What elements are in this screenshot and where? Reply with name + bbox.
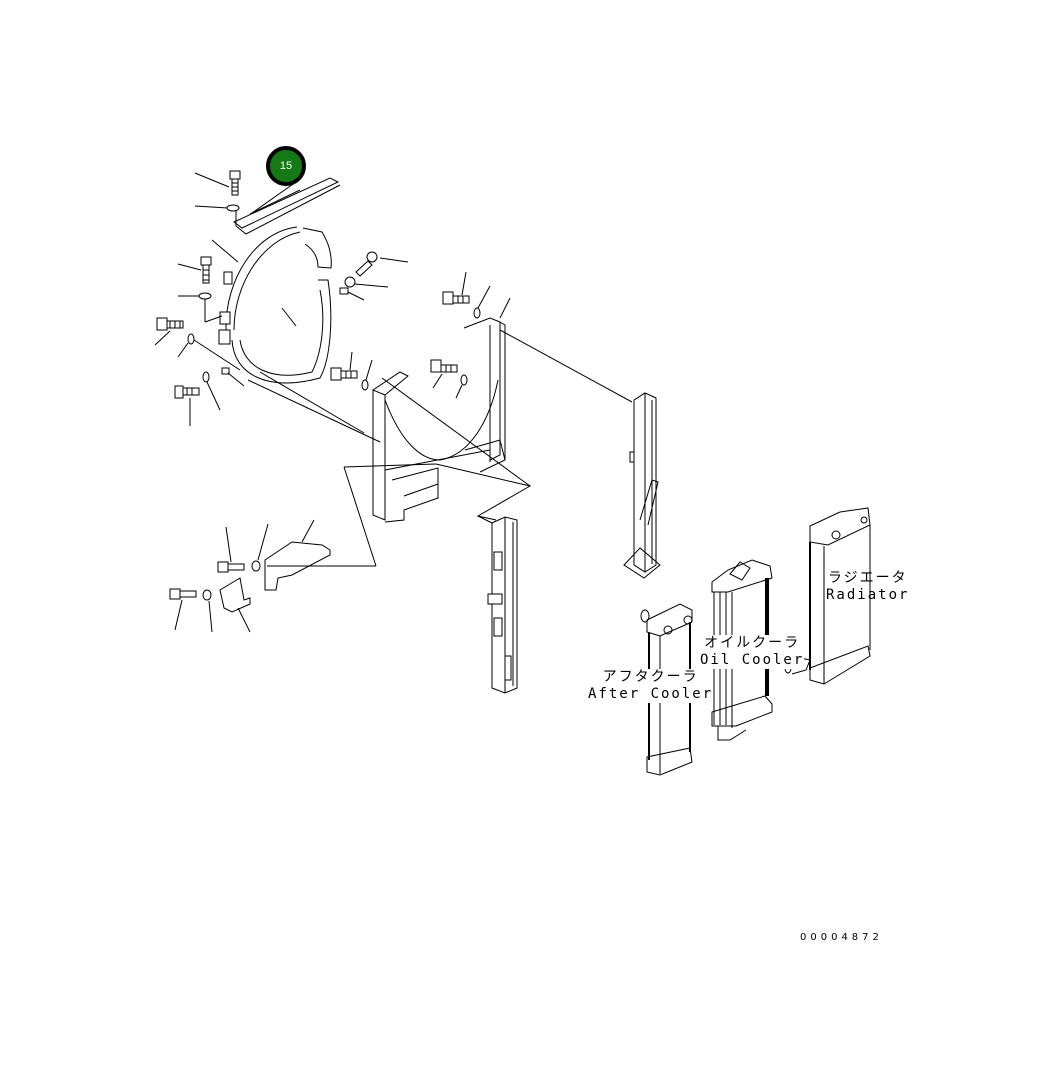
- right-side-support: [623, 392, 661, 579]
- washer-icon: [251, 523, 269, 572]
- bolt-icon: [442, 271, 470, 305]
- bolt-icon: [174, 385, 200, 426]
- shroud-frame: [343, 317, 633, 567]
- bolt-icon: [177, 256, 212, 284]
- radiator-label-en: Radiator: [826, 587, 910, 603]
- lower-bracket: [264, 519, 376, 591]
- top-stay-bracket: [233, 177, 341, 235]
- nut-icon: [339, 287, 365, 301]
- bolt-icon: [330, 351, 358, 381]
- washer-icon: [202, 371, 221, 411]
- bolt-icon: [355, 251, 409, 277]
- washer-icon: [361, 359, 373, 391]
- callout-number: 15: [279, 160, 293, 172]
- washer-icon: [177, 333, 241, 371]
- bolt-icon: [154, 317, 184, 346]
- bolt-icon: [169, 588, 197, 631]
- bolt-icon: [194, 170, 241, 196]
- washer-icon: [344, 276, 389, 288]
- after-cooler-label-jp: アフタクーラ: [602, 669, 699, 685]
- bolt-icon: [217, 526, 245, 573]
- washer-icon: [194, 204, 240, 226]
- after-cooler-label: アフタクーラ After Cooler: [588, 669, 714, 703]
- oil-cooler-label-jp: オイルクーラ: [704, 635, 801, 651]
- fan-shroud-ring: [211, 226, 332, 384]
- washer-icon: [202, 589, 213, 633]
- drawing-number: 00004872: [800, 932, 883, 943]
- after-cooler-label-en: After Cooler: [588, 686, 714, 702]
- radiator-label: ラジエータ Radiator: [826, 570, 909, 604]
- callout-marker-15[interactable]: 15: [266, 146, 306, 186]
- washer-icon: [455, 374, 468, 399]
- left-side-support: [477, 515, 518, 694]
- small-bracket: [219, 577, 251, 633]
- radiator-label-jp: ラジエータ: [827, 570, 908, 586]
- oil-cooler-label: オイルクーラ Oil Cooler: [700, 635, 805, 669]
- oil-cooler-label-en: Oil Cooler: [700, 652, 805, 668]
- nut-icon: [221, 367, 245, 387]
- bolt-icon: [430, 359, 458, 389]
- washer-icon: [473, 285, 511, 319]
- washer-icon: [178, 292, 223, 323]
